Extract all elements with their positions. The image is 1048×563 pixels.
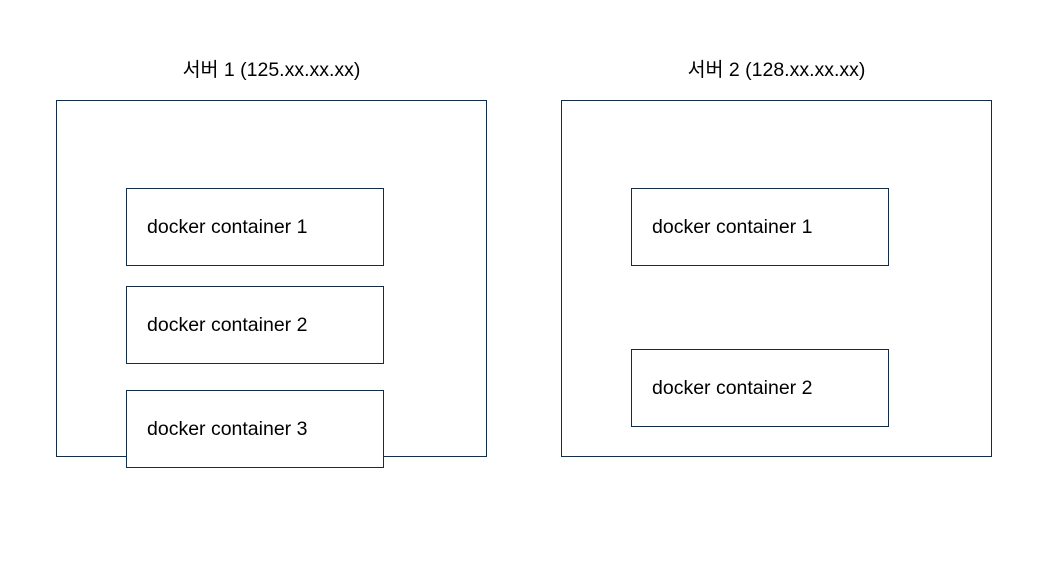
container-label: docker container 1 (147, 216, 308, 238)
server-group-2: 서버 2 (128.xx.xx.xx) docker container 1 d… (561, 58, 992, 457)
server-2-boundary: docker container 1 docker container 2 (561, 100, 992, 457)
server-group-1: 서버 1 (125.xx.xx.xx) docker container 1 d… (56, 58, 487, 468)
server-2-docker-container-2: docker container 2 (631, 349, 889, 427)
server-1-title: 서버 1 (125.xx.xx.xx) (182, 59, 361, 81)
container-label: docker container 3 (147, 418, 308, 440)
server-1-boundary: docker container 1 docker container 2 do… (56, 100, 487, 468)
server-1-docker-container-2: docker container 2 (126, 286, 384, 364)
server-2-docker-container-1: docker container 1 (631, 188, 889, 266)
container-label: docker container 2 (147, 314, 308, 336)
server-1-docker-container-1: docker container 1 (126, 188, 384, 266)
container-label: docker container 2 (652, 377, 813, 399)
server-1-docker-container-3: docker container 3 (126, 390, 384, 468)
server-2-title: 서버 2 (128.xx.xx.xx) (687, 59, 866, 81)
container-label: docker container 1 (652, 216, 813, 238)
